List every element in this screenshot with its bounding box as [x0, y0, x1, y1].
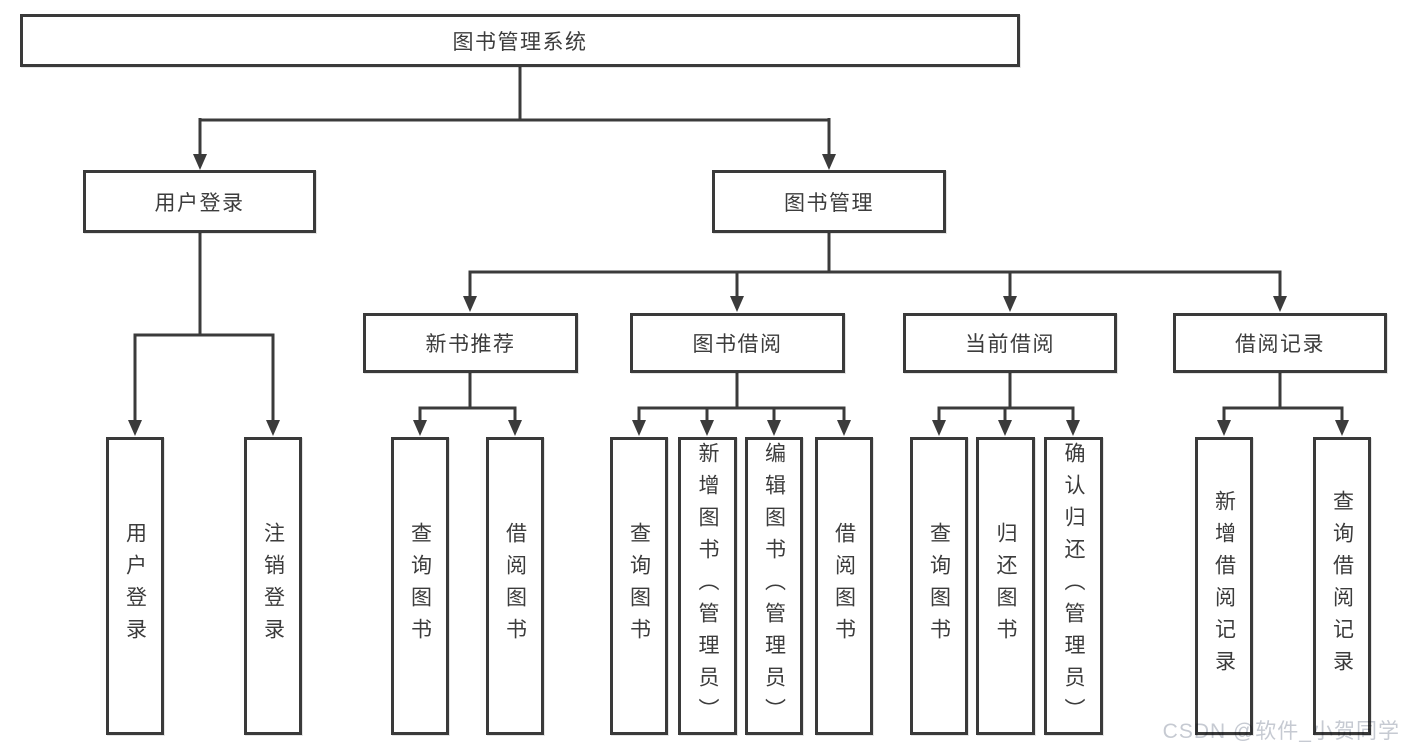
node-new-book-recommend: 新书推荐 — [363, 313, 578, 373]
leaf-query-books-borrow: 查询图书 — [610, 437, 668, 735]
connector-borrow-record-children — [1217, 373, 1349, 436]
connector-book-mgmt-to-level3 — [463, 233, 1287, 312]
watermark-text: CSDN @软件_小贺同学 — [1162, 720, 1400, 743]
leaf-query-borrow-record-label: 查询借阅记录 — [1330, 490, 1354, 682]
connector-user-login-children — [128, 233, 280, 436]
connector-book-borrow-children — [632, 373, 851, 436]
leaf-user-login-label: 用户登录 — [123, 522, 147, 650]
node-book-management-label: 图书管理 — [784, 191, 874, 215]
leaf-logout-login-label: 注销登录 — [261, 522, 285, 650]
node-user-login-label: 用户登录 — [154, 191, 245, 215]
node-borrow-record-label: 借阅记录 — [1235, 333, 1325, 356]
leaf-return-books: 归还图书 — [976, 437, 1035, 735]
leaf-add-borrow-record-label: 新增借阅记录 — [1212, 490, 1236, 682]
node-root: 图书管理系统 — [20, 14, 1020, 67]
node-current-borrow-label: 当前借阅 — [965, 333, 1055, 356]
leaf-borrow-books-recommend: 借阅图书 — [486, 437, 544, 735]
leaf-borrow-books-label: 借阅图书 — [832, 522, 856, 650]
leaf-confirm-return-admin: 确认归还（管理员） — [1044, 437, 1103, 735]
leaf-borrow-books: 借阅图书 — [815, 437, 873, 735]
leaf-logout-login: 注销登录 — [244, 437, 302, 735]
node-user-login: 用户登录 — [83, 170, 316, 233]
leaf-query-books-recommend-label: 查询图书 — [408, 522, 432, 650]
leaf-edit-book-admin: 编辑图书（管理员） — [745, 437, 803, 735]
leaf-add-book-admin-label: 新增图书（管理员） — [696, 442, 719, 730]
node-book-management: 图书管理 — [712, 170, 946, 233]
leaf-confirm-return-admin-label: 确认归还（管理员） — [1062, 442, 1085, 730]
node-borrow-record: 借阅记录 — [1173, 313, 1387, 373]
leaf-add-book-admin: 新增图书（管理员） — [678, 437, 737, 735]
leaf-query-books-borrow-label: 查询图书 — [627, 522, 651, 650]
node-book-borrow: 图书借阅 — [630, 313, 845, 373]
connector-current-borrow-children — [932, 373, 1080, 436]
leaf-query-books-recommend: 查询图书 — [391, 437, 449, 735]
leaf-edit-book-admin-label: 编辑图书（管理员） — [762, 442, 786, 730]
leaf-user-login: 用户登录 — [106, 437, 164, 735]
node-current-borrow: 当前借阅 — [903, 313, 1117, 373]
connector-new-book-children — [413, 373, 522, 436]
leaf-return-books-label: 归还图书 — [994, 522, 1017, 650]
leaf-borrow-books-recommend-label: 借阅图书 — [503, 522, 527, 650]
leaf-query-books-current-label: 查询图书 — [927, 522, 951, 650]
node-book-borrow-label: 图书借阅 — [692, 333, 783, 356]
node-new-book-recommend-label: 新书推荐 — [425, 333, 516, 356]
connector-root-to-level2 — [193, 67, 836, 170]
leaf-query-borrow-record: 查询借阅记录 — [1313, 437, 1371, 735]
node-root-label: 图书管理系统 — [452, 30, 588, 54]
leaf-query-books-current: 查询图书 — [910, 437, 968, 735]
leaf-add-borrow-record: 新增借阅记录 — [1195, 437, 1253, 735]
